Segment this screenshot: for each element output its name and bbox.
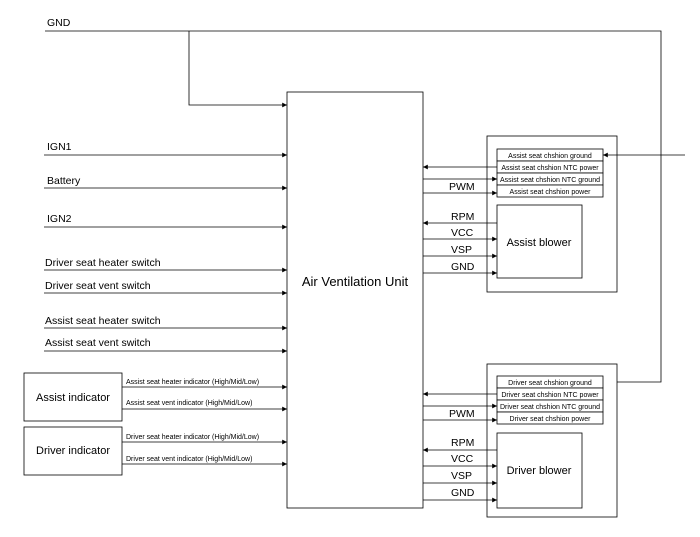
assist-cushion-ntc-power-label: Assist seat chshion NTC power [501,165,599,172]
input-signals: IGN1 Battery IGN2 Driver seat heater swi… [44,141,287,354]
assist-blower-box [496,204,583,279]
assist-cushion-ground-label: Assist seat chshion ground [508,153,592,160]
assist-rpm-label: RPM [451,211,474,223]
assist-cushion-ntc-ground-label: Assist seat chshion NTC ground [500,177,600,184]
assist-blower-label: Assist blower [507,237,572,249]
ign1-label: IGN1 [47,141,72,153]
driver-vent-indicator-label: Driver seat vent indicator (High/Mid/Low… [126,456,252,463]
driver-pwm-label: PWM [449,408,475,420]
assist-vcc-label: VCC [451,227,474,239]
assist-indicator-label: Assist indicator [36,392,110,404]
driver-indicator-box [23,426,123,476]
battery-label: Battery [47,175,81,187]
assist-vent-switch-label: Assist seat vent switch [45,337,151,349]
driver-heater-switch-label: Driver seat heater switch [45,257,161,269]
assist-vent-indicator-label: Assist seat vent indicator (High/Mid/Low… [126,400,252,407]
unit-label: Air Ventilation Unit [302,274,409,289]
driver-blower-label: Driver blower [507,465,572,477]
driver-seat-module: Driver seat chshion ground Driver seat c… [423,363,618,518]
driver-cushion-ntc-power-label: Driver seat chshion NTC power [501,392,599,399]
assist-gnd-label: GND [451,261,475,273]
driver-vent-switch-label: Driver seat vent switch [45,280,151,292]
driver-vcc-label: VCC [451,453,474,465]
air-ventilation-unit [286,91,424,509]
assist-indicator-box [23,372,123,422]
gnd-to-unit-wire [188,31,287,108]
driver-heater-indicator-label: Driver seat heater indicator (High/Mid/L… [126,434,259,441]
driver-indicator-label: Driver indicator [36,445,110,457]
driver-gnd-label: GND [451,487,475,499]
assist-cushion-power-label: Assist seat chshion power [510,189,592,196]
assist-vsp-label: VSP [451,244,472,256]
driver-vsp-label: VSP [451,470,472,482]
gnd-main-wire [45,30,662,383]
indicator-blocks: Assist indicator Assist seat heater indi… [23,372,287,476]
driver-blower-box [496,432,583,509]
driver-cushion-power-box [496,411,604,425]
driver-cushion-power-label: Driver seat chshion power [510,416,592,423]
assist-pwm-label: PWM [449,181,475,193]
ign2-label: IGN2 [47,213,72,225]
assist-seat-module: Assist seat chshion ground Assist seat c… [423,135,685,293]
driver-cushion-ground-label: Driver seat chshion ground [508,380,592,387]
gnd-label: GND [47,17,71,29]
driver-rpm-label: RPM [451,437,474,449]
driver-cushion-ntc-ground-label: Driver seat chshion NTC ground [500,404,600,411]
assist-heater-switch-label: Assist seat heater switch [45,315,161,327]
gnd-bus: GND [45,17,662,383]
assist-heater-indicator-label: Assist seat heater indicator (High/Mid/L… [126,379,259,386]
assist-cushion-power-box [496,184,604,198]
